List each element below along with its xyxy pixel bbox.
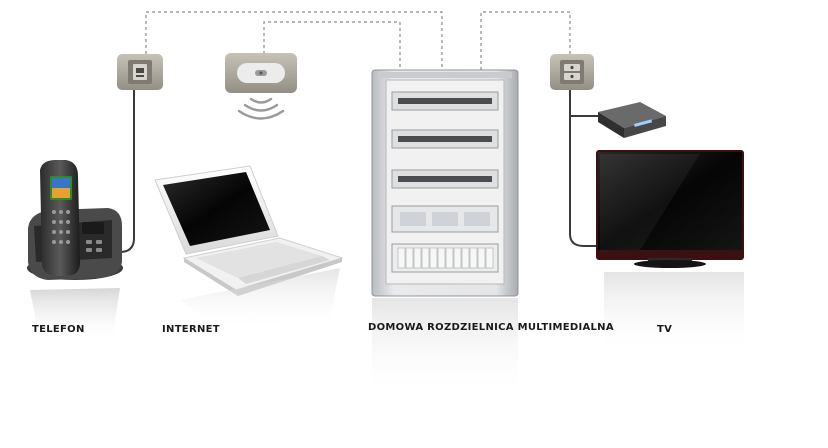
wifi-access-point-icon [255,70,267,76]
cable-phone-to-cabinet [145,11,443,70]
multimedia-cabinet [371,69,519,398]
patch-panel-3 [391,169,499,189]
label-internet: INTERNET [162,324,220,335]
label-phone: TELEFON [32,324,85,335]
flat-tv [596,150,744,356]
module-rail [391,205,499,233]
label-cabinet: DOMOWA ROZDZIELNICA MULTIMEDIALNA [368,322,614,333]
cordless-phone [27,160,123,342]
dashed-cables [145,11,571,70]
solid-cables [119,90,598,253]
label-tv: TV [657,324,673,335]
laptop [154,165,344,330]
phone-socket-icon [133,64,147,80]
cable-tv-socket-to-cabinet [480,11,571,70]
wifi-access-point [225,53,297,93]
decoder-box [598,102,666,138]
tv-socket-icon [564,64,580,80]
wifi-waves-icon [237,97,285,120]
patch-panel-2 [391,129,499,149]
cable-wifi-to-cabinet [263,21,401,70]
patch-panel-1 [391,91,499,111]
breaker-rail [391,243,499,273]
cable-socket-to-tv [569,90,596,247]
cable-socket-to-phone [119,90,135,253]
phone-wall-socket [117,54,163,90]
tv-wall-socket [550,54,594,90]
